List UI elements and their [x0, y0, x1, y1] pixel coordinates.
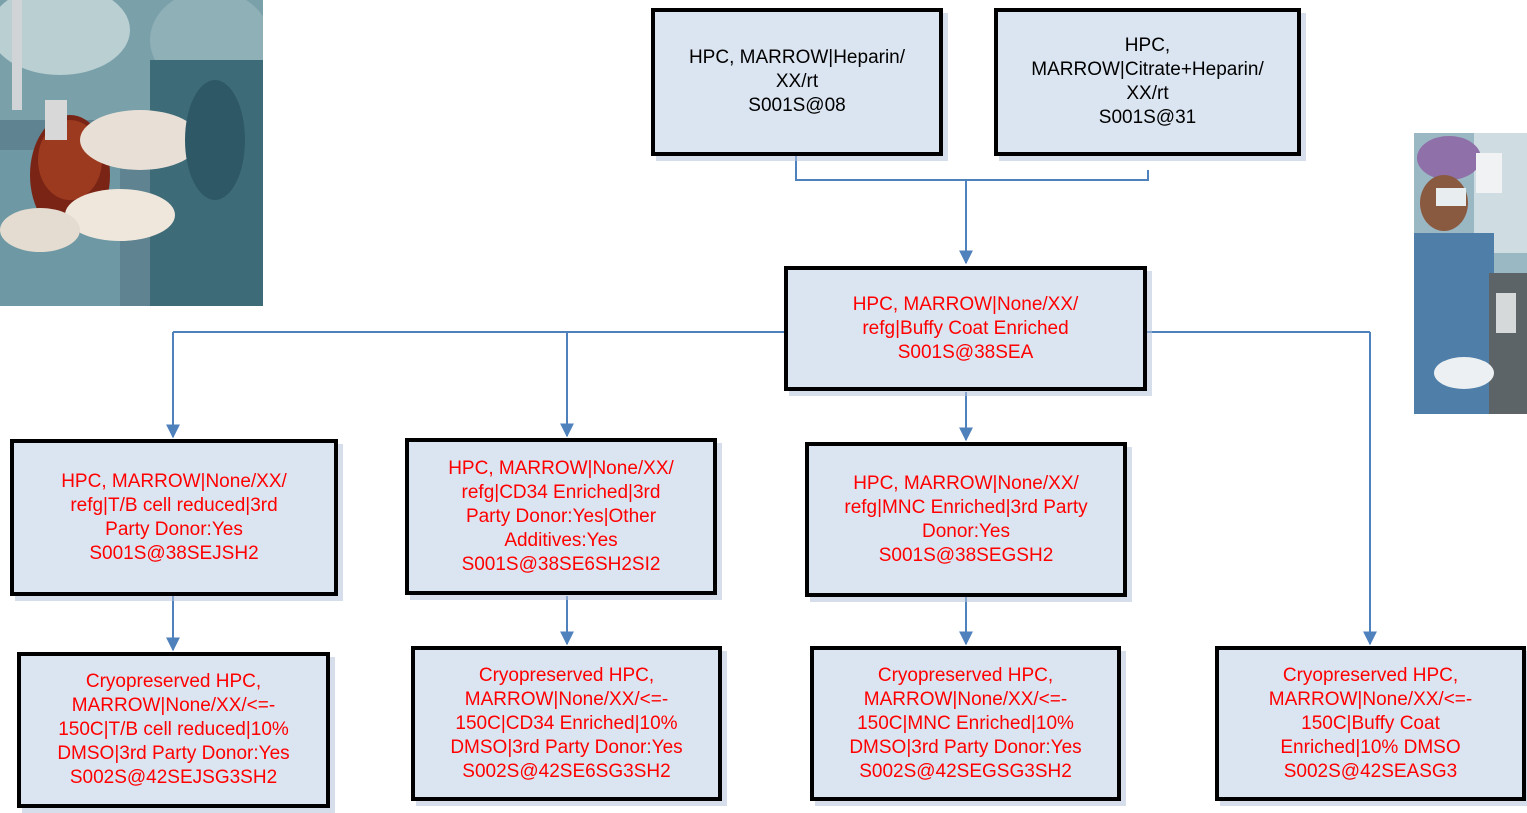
node-text-line: MARROW|None/XX/<=-	[464, 688, 669, 710]
node-text-line: refg|CD34 Enriched|3rd	[461, 481, 661, 503]
node-text-line: S001S@38SE6SH2SI2	[461, 553, 661, 575]
node-text-line: 150C|T/B cell reduced|10%	[58, 719, 289, 740]
node-cryo-mnc: Cryopreserved HPC,MARROW|None/XX/<=-150C…	[810, 646, 1121, 801]
node-cryo-buffy: Cryopreserved HPC,MARROW|None/XX/<=-150C…	[1215, 646, 1526, 801]
node-tb-cell-reduced: HPC, MARROW|None/XX/refg|T/B cell reduce…	[10, 439, 338, 596]
node-text-line: S002S@42SEJSG3SH2	[69, 767, 278, 788]
node-text-line: HPC,	[1124, 35, 1171, 56]
node-text-line: Cryopreserved HPC,	[1282, 664, 1459, 686]
node-text-line: HPC, MARROW|None/XX/	[448, 457, 674, 479]
node-text-line: DMSO|3rd Party Donor:Yes	[57, 743, 290, 764]
node-text-line: Additives:Yes	[504, 529, 618, 551]
surgeons-marrow-collection-photo	[0, 0, 263, 306]
node-text-line: DMSO|3rd Party Donor:Yes	[450, 736, 683, 758]
node-text-line: Party Donor:Yes|Other	[465, 505, 657, 527]
node-text-line: MARROW|None/XX/<=-	[1268, 688, 1473, 710]
node-text-line: HPC, MARROW|None/XX/	[852, 293, 1079, 315]
node-text-line: DMSO|3rd Party Donor:Yes	[849, 736, 1082, 758]
node-text-line: 150C|MNC Enriched|10%	[857, 712, 1074, 734]
node-text-line: Donor:Yes	[921, 520, 1010, 542]
technician-apheresis-photo	[1414, 133, 1527, 414]
node-cd34-enriched: HPC, MARROW|None/XX/refg|CD34 Enriched|3…	[405, 438, 717, 595]
node-text-line: S002S@42SE6SG3SH2	[462, 760, 671, 782]
node-text-line: Party Donor:Yes	[105, 518, 243, 540]
node-text-line: HPC, MARROW|None/XX/	[61, 470, 287, 492]
node-text-line: HPC, MARROW|None/XX/	[853, 472, 1079, 494]
connector-heparin-merge	[795, 155, 1149, 181]
node-cryo-tb: Cryopreserved HPC, MARROW|None/XX/<=- 150C…	[17, 652, 330, 808]
node-text-line: S001S@38SEJSH2	[89, 542, 259, 564]
node-text-line: 150C|CD34 Enriched|10%	[455, 712, 678, 734]
node-text-line: refg|MNC Enriched|3rd Party	[844, 496, 1088, 518]
node-text-line: refg|Buffy Coat Enriched	[862, 317, 1069, 339]
node-text-line: Enriched|10% DMSO	[1280, 736, 1461, 758]
node-mnc-enriched: HPC, MARROW|None/XX/refg|MNC Enriched|3r…	[805, 442, 1127, 597]
node-cryo-cd34: Cryopreserved HPC,MARROW|None/XX/<=-150C…	[411, 646, 722, 801]
node-text-line: MARROW|None/XX/<=-	[863, 688, 1068, 710]
node-text-line: MARROW|None/XX/<=-	[71, 695, 276, 716]
node-text-line: Cryopreserved HPC,	[85, 671, 262, 692]
node-buffy-coat: HPC, MARROW|None/XX/refg|Buffy Coat Enri…	[784, 266, 1147, 391]
node-text-line: Cryopreserved HPC,	[877, 664, 1054, 686]
node-text-line: S001S@38SEGSH2	[878, 544, 1054, 566]
node-text-line: S002S@42SEASG3	[1283, 760, 1458, 782]
node-text-line: MARROW|Citrate+Heparin/	[1031, 59, 1264, 80]
node-text-line: Cryopreserved HPC,	[478, 664, 655, 686]
node-text-line: HPC, MARROW|Heparin/	[688, 47, 906, 68]
node-text-line: refg|T/B cell reduced|3rd	[70, 494, 278, 516]
node-text-line: XX/rt	[775, 71, 819, 92]
node-text-line: S001S@08	[748, 95, 846, 116]
node-text-line: XX/rt	[1126, 83, 1169, 104]
node-text-line: S001S@38SEA	[897, 341, 1034, 363]
node-text-line: 150C|Buffy Coat	[1301, 712, 1440, 734]
node-text-line: S002S@42SEGSG3SH2	[859, 760, 1072, 782]
node-text-line: S001S@31	[1098, 107, 1197, 128]
